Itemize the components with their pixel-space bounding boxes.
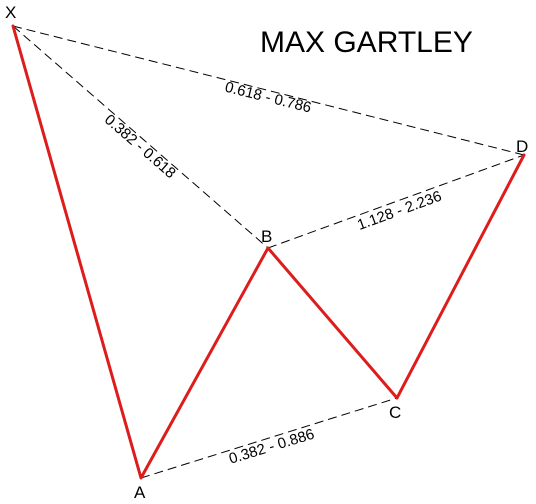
guide-line-ac [140,397,398,479]
guide-line-bd [267,154,525,249]
guide-line-xb [12,25,269,249]
pattern-legs [11,24,526,480]
ratio-label-bd: 1.128 - 2.236 [355,188,444,234]
point-label-b: B [261,227,272,246]
guide-line-xd [12,25,525,156]
point-label-a: A [134,483,146,502]
point-label-c: C [389,403,401,422]
ratio-label-ac: 0.382 - 0.886 [227,426,317,468]
diagram-title: MAX GARTLEY [260,26,473,59]
point-label-d: D [516,137,528,156]
point-label-x: X [5,3,16,22]
ratio-label-xd: 0.618 - 0.786 [223,79,313,117]
ratio-label-xb: 0.382 - 0.618 [101,111,179,182]
